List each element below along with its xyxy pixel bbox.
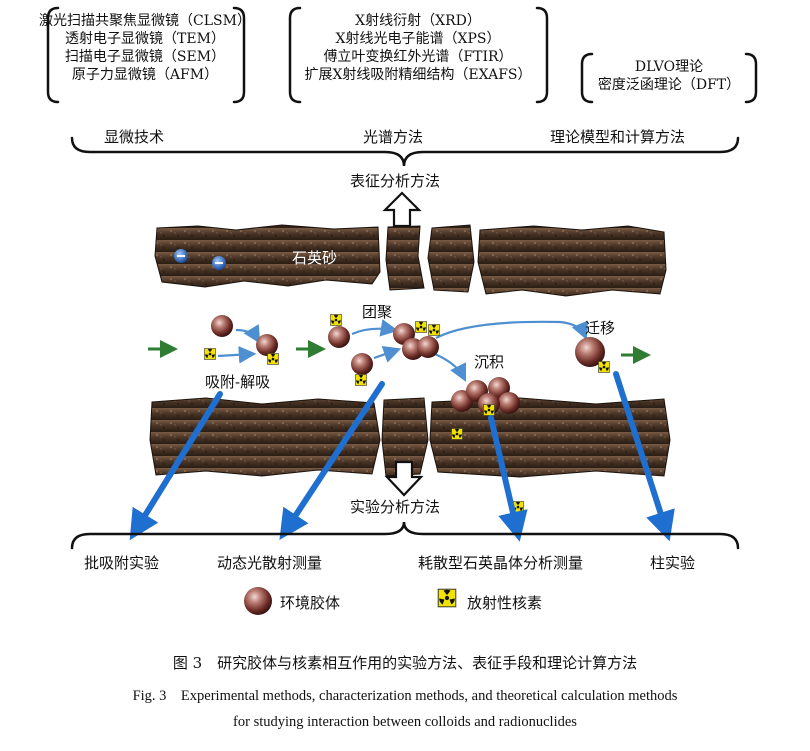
method-ftir: 傅立叶变换红外光谱（FTIR） <box>323 49 513 65</box>
colloid <box>498 392 520 414</box>
radionuclide <box>598 361 610 373</box>
rock-top-1 <box>154 224 381 288</box>
legend-radionuclide-label: 放射性核素 <box>467 594 543 612</box>
method-afm: 原子力显微镜（AFM） <box>71 67 219 83</box>
colloid <box>575 337 605 367</box>
legend-colloid-label: 环境胶体 <box>280 594 341 612</box>
caption-english-line2: for studying interaction between colloid… <box>233 714 577 730</box>
microscopy-bracket-right <box>232 6 246 104</box>
legend-colloid <box>244 587 272 615</box>
experimental-label: 实验分析方法 <box>350 498 441 516</box>
legend-radionuclide <box>437 588 457 608</box>
radionuclide <box>428 324 440 336</box>
colloid <box>351 353 373 375</box>
radionuclide <box>330 314 342 326</box>
rock-top-2 <box>385 225 425 291</box>
theory-methods-list: DLVO理论 密度泛函理论（DFT） <box>582 58 756 94</box>
radionuclide <box>415 321 427 333</box>
characterization-label: 表征分析方法 <box>350 172 441 190</box>
radionuclide <box>483 404 495 416</box>
deposition-arrow <box>429 350 466 382</box>
top-rock-layer <box>154 224 667 297</box>
arrow-to-batch <box>129 391 223 541</box>
bottom-curly-brace <box>70 521 740 550</box>
method-dft: 密度泛函理论（DFT） <box>597 77 741 93</box>
method-dlvo: DLVO理论 <box>634 59 704 75</box>
aggregation-label: 团聚 <box>362 303 393 321</box>
method-clsm: 激光扫描共聚焦显微镜（CLSM） <box>39 13 251 29</box>
caption-english-line1: Fig. 3 Experimental methods, characteriz… <box>132 688 678 704</box>
method-xps: X射线光电子能谱（XPS） <box>335 31 501 47</box>
spectroscopy-bracket-left <box>288 6 302 104</box>
colloid <box>256 334 278 356</box>
aggregation-arrow-1 <box>351 319 399 337</box>
dls-measurement: 动态光散射测量 <box>217 554 323 572</box>
radionuclide <box>355 374 367 386</box>
radionuclide <box>267 353 279 365</box>
up-hollow-arrow <box>382 191 422 228</box>
theory-bracket-left <box>580 52 594 104</box>
microscopy-bracket-left <box>46 6 60 104</box>
experiment-arrows <box>129 371 675 542</box>
adsorption-label: 吸附-解吸 <box>205 373 271 391</box>
caption-chinese: 图 3 研究胶体与核素相互作用的实验方法、表征手段和理论计算方法 <box>172 654 638 672</box>
arrow-to-dls <box>279 381 385 541</box>
radionuclide <box>451 428 463 440</box>
microscopy-methods-list: 激光扫描共聚焦显微镜（CLSM） 透射电子显微镜（TEM） 扫描电子显微镜（SE… <box>12 12 278 84</box>
rock-top-3 <box>427 224 475 293</box>
radionuclide <box>204 348 216 360</box>
batch-experiment: 批吸附实验 <box>84 554 160 572</box>
down-hollow-arrow <box>384 460 424 497</box>
spectroscopy-bracket-right <box>535 6 549 104</box>
deposition-label: 沉积 <box>474 353 505 371</box>
colloid <box>328 326 350 348</box>
flow-arrows <box>148 340 651 364</box>
migration-arrow <box>435 320 589 341</box>
method-tem: 透射电子显微镜（TEM） <box>65 31 225 47</box>
theory-bracket-right <box>744 52 758 104</box>
top-curly-brace <box>70 136 740 167</box>
category-spectroscopy: 光谱方法 <box>363 128 424 146</box>
category-theory: 理论模型和计算方法 <box>550 128 686 146</box>
method-brackets <box>46 6 758 104</box>
arrow-to-column <box>613 371 675 542</box>
method-xrd: X射线衍射（XRD） <box>355 13 481 29</box>
spectroscopy-methods-list: X射线衍射（XRD） X射线光电子能谱（XPS） 傅立叶变换红外光谱（FTIR）… <box>282 12 554 84</box>
migration-label: 迁移 <box>585 319 616 337</box>
adsorption-arrow <box>235 324 261 344</box>
arrow-to-qcm <box>488 415 528 542</box>
colloid <box>211 315 233 337</box>
desorption-arrow <box>217 345 257 364</box>
method-exafs: 扩展X射线吸附精细结构（EXAFS） <box>304 67 532 83</box>
aggregation-arrow-2 <box>373 346 402 363</box>
qcm-measurement: 耗散型石英晶体分析测量 <box>418 554 584 572</box>
method-sem: 扫描电子显微镜（SEM） <box>64 49 226 65</box>
quartz-sand-label: 石英砂 <box>292 249 338 267</box>
colloid <box>417 336 439 358</box>
rock-bot-2 <box>381 397 429 477</box>
rock-top-4 <box>477 225 667 297</box>
colloid-particles <box>211 315 605 615</box>
category-microscopy: 显微技术 <box>104 128 165 146</box>
column-experiment: 柱实验 <box>650 554 696 572</box>
